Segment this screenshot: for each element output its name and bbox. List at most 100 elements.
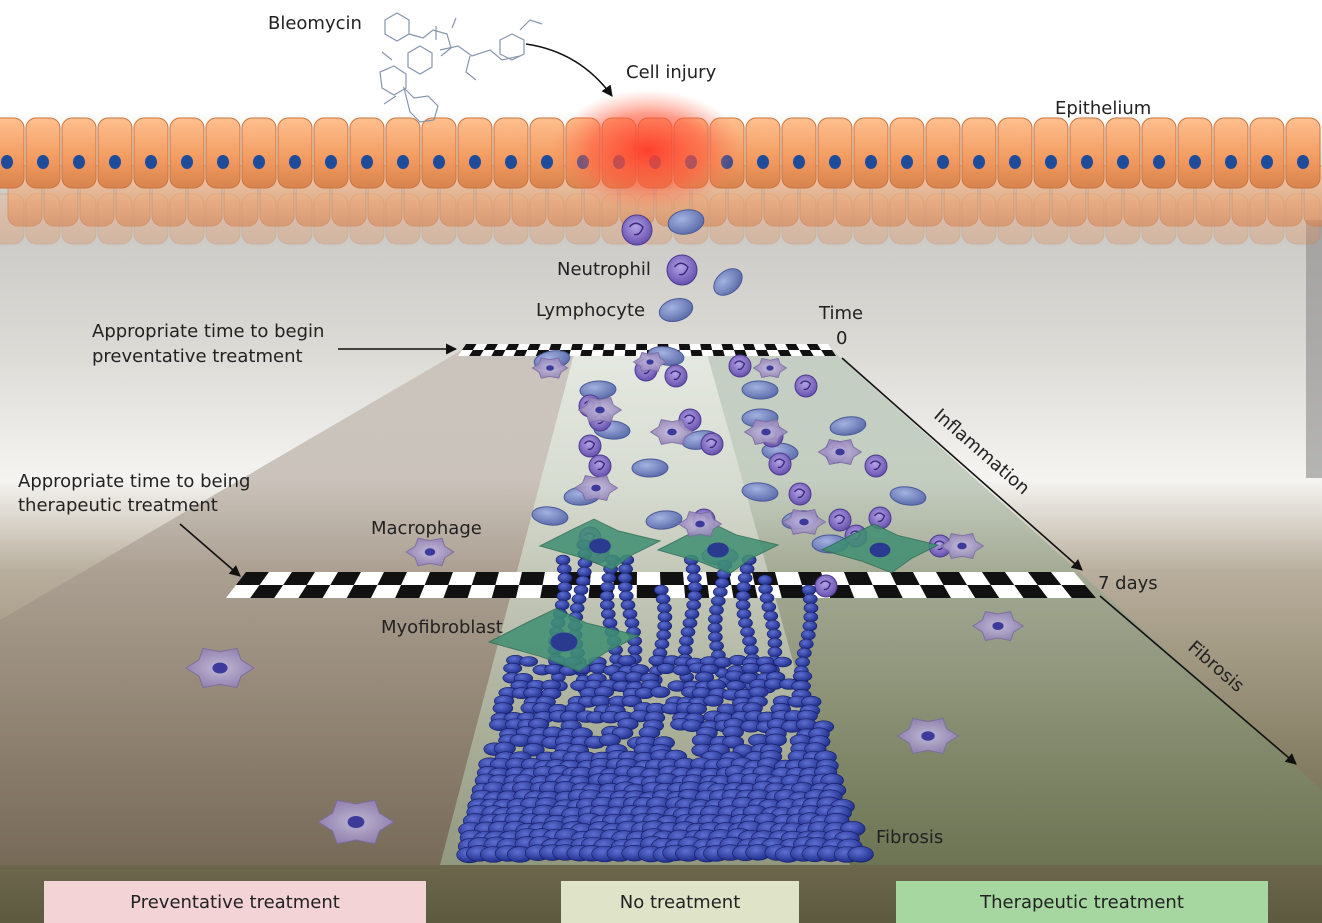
collagen-bead <box>617 572 633 584</box>
checker-square <box>549 344 562 350</box>
epithelial-cell <box>745 117 781 189</box>
checker-square <box>527 344 541 350</box>
collagen-bead <box>709 640 724 652</box>
checker-square <box>613 350 626 356</box>
collagen-bead <box>557 572 573 584</box>
checker-square <box>799 350 814 356</box>
lymphocyte <box>741 380 779 400</box>
collagen-bead <box>765 619 781 631</box>
collagen-bead <box>617 581 633 593</box>
checker-square <box>443 585 472 598</box>
epithelial-cell <box>853 117 889 189</box>
epithelial-cell <box>781 117 817 189</box>
checker-square <box>732 344 745 350</box>
time-label: Time <box>819 303 864 324</box>
collagen-bead <box>686 599 702 611</box>
neutrophil <box>788 482 812 506</box>
checker-square <box>1014 585 1048 598</box>
collagen-bead <box>738 617 753 629</box>
collagen-fibrosis <box>456 539 874 864</box>
collagen-bead <box>758 583 773 595</box>
collagen-bead <box>708 631 723 643</box>
neutrophil-nucleus <box>799 380 812 391</box>
epithelial-cell <box>385 117 421 189</box>
epithelial-cell <box>1177 117 1213 189</box>
epithelial-cell <box>1069 117 1105 189</box>
collagen-bead <box>682 617 698 629</box>
cell-nucleus <box>469 155 481 169</box>
collagen-bead <box>599 599 615 611</box>
checker-square <box>471 572 499 585</box>
collagen-bead <box>657 602 672 614</box>
macrophage-nucleus <box>595 406 605 414</box>
collagen-bead <box>677 644 693 656</box>
checker-square <box>462 344 477 350</box>
collagen-bead <box>742 635 757 647</box>
epithelial-cell <box>241 117 277 189</box>
collagen-bead <box>627 644 643 656</box>
macrophage-nucleus <box>695 520 705 528</box>
checker-square <box>483 344 498 350</box>
checker-square <box>775 572 802 585</box>
myofibroblast-nucleus <box>869 542 891 558</box>
cell-nucleus <box>73 155 85 169</box>
checker-square <box>1051 572 1085 585</box>
checker-square <box>753 344 767 350</box>
collagen-bead <box>737 572 753 584</box>
checker-square <box>516 344 530 350</box>
collagen-bead <box>803 602 819 614</box>
collagen-bead <box>576 566 592 578</box>
checker-square <box>821 350 836 356</box>
collagen-bead <box>624 617 640 629</box>
checker-square <box>480 350 495 356</box>
cell-nucleus <box>757 155 769 169</box>
collagen-bead <box>573 584 589 596</box>
checker-square <box>494 344 509 350</box>
collagen-bead <box>650 686 671 698</box>
epithelial-cell <box>889 117 925 189</box>
neutrophil-nucleus <box>833 514 846 525</box>
checker-square <box>990 585 1024 598</box>
neutrophil <box>578 434 602 458</box>
collagen-bead <box>602 617 618 629</box>
epithelial-cell <box>925 117 961 189</box>
myofibroblast-label: Myofibroblast <box>381 617 503 638</box>
cell-nucleus <box>901 155 913 169</box>
collagen-bead <box>707 622 723 634</box>
checker-square <box>710 344 724 350</box>
macrophage-nucleus <box>212 662 228 674</box>
neutrophil-nucleus <box>669 370 682 381</box>
neutrophil <box>700 432 724 456</box>
checker-square <box>591 350 604 356</box>
collagen-bead <box>556 590 572 602</box>
neutrophil-nucleus <box>673 262 689 276</box>
checker-square <box>723 350 736 356</box>
collagen-bead <box>653 584 669 596</box>
cell-nucleus <box>1009 155 1021 169</box>
collagen-bead <box>503 662 523 674</box>
checker-square <box>712 350 725 356</box>
epithelium-label: Epithelium <box>1055 98 1152 119</box>
collagen-bead <box>743 644 759 656</box>
neutrophil-label: Neutrophil <box>557 259 651 280</box>
epithelial-cell <box>817 117 853 189</box>
macrophage-nucleus <box>921 731 935 741</box>
collagen-bead <box>657 611 673 623</box>
epithelial-cell <box>25 117 61 189</box>
neutrophil-nucleus <box>593 460 606 471</box>
checker-square <box>491 350 506 356</box>
collagen-bead <box>740 626 755 638</box>
cell-nucleus <box>1225 155 1237 169</box>
cell-nucleus <box>1 155 13 169</box>
cell-nucleus <box>973 155 985 169</box>
epithelial-cell <box>97 117 133 189</box>
epithelial-cell <box>349 117 385 189</box>
collagen-bead <box>798 638 814 650</box>
collagen-bead <box>847 846 874 863</box>
collagen-bead <box>600 581 615 593</box>
cell-nucleus <box>109 155 121 169</box>
collagen-bead <box>599 590 615 602</box>
cell-nucleus <box>937 155 949 169</box>
myofibroblast-nucleus <box>707 542 729 558</box>
